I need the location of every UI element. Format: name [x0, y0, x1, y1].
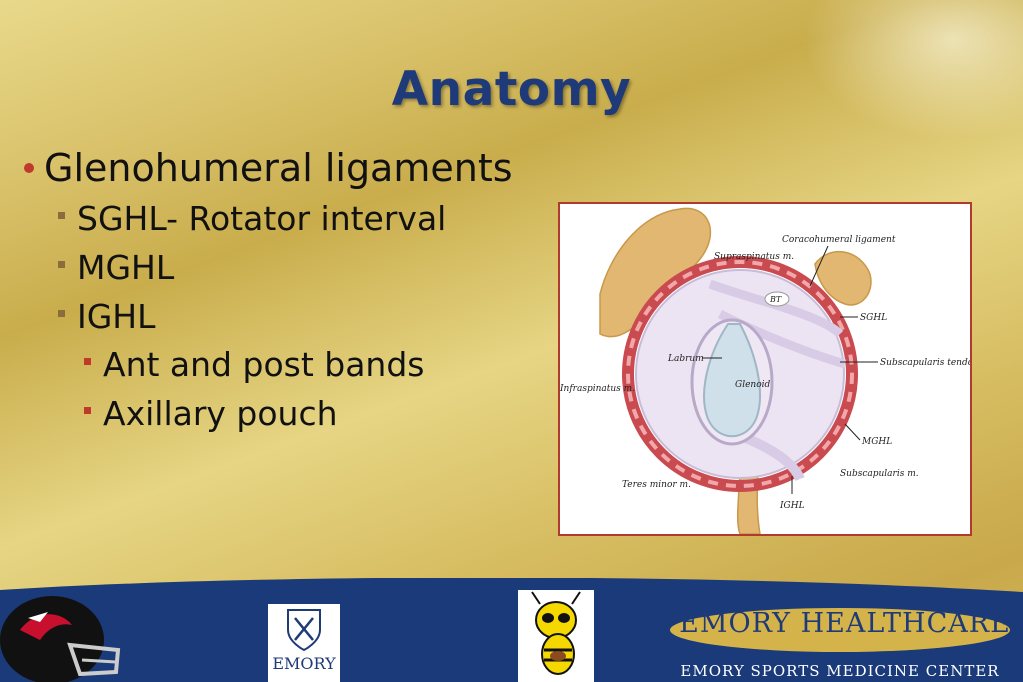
label-subscapularis-tendon: Subscapularis tendon — [880, 358, 970, 368]
bullet-text: MGHL — [77, 248, 175, 287]
bullet-square-icon — [84, 407, 91, 414]
yellow-jacket-mascot-logo — [531, 591, 581, 675]
label-sghl: SGHL — [860, 313, 887, 323]
label-coracohumeral: Coracohumeral ligament — [782, 235, 896, 245]
bullet-level3: Axillary pouch — [84, 394, 338, 433]
muscle-texture — [626, 260, 854, 488]
bullet-square-icon — [58, 212, 65, 219]
label-supraspinatus: Supraspinatus m. — [714, 252, 794, 262]
footer-gold-ellipse — [670, 608, 1010, 652]
bullet-text: Glenohumeral ligaments — [44, 146, 513, 190]
label-labrum: Labrum — [667, 354, 704, 364]
label-glenoid: Glenoid — [735, 380, 770, 390]
sports-medicine-subtitle: EMORY SPORTS MEDICINE CENTER — [680, 662, 1000, 680]
background-shine — [803, 0, 1023, 140]
label-infraspinatus: Infraspinatus m. — [560, 384, 635, 394]
bullet-level2: SGHL- Rotator interval — [58, 199, 446, 238]
bullet-dot-icon — [24, 162, 34, 173]
coracoid-bone — [814, 250, 872, 306]
shoulder-illustration: Coracohumeral ligament Supraspinatus m. … — [560, 207, 970, 534]
footer-band — [0, 578, 1023, 682]
bullet-text: SGHL- Rotator interval — [77, 199, 447, 238]
falcons-helmet-logo — [0, 596, 121, 682]
emory-shield-logo — [287, 609, 321, 652]
bullet-text: IGHL — [77, 297, 156, 336]
label-teres-minor: Teres minor m. — [622, 480, 691, 490]
mascot-logo-box — [518, 590, 594, 682]
slide-title: Anatomy — [391, 62, 632, 117]
bullet-text: Ant and post bands — [103, 345, 425, 384]
bullet-level2: IGHL — [58, 297, 156, 336]
bullet-square-icon — [58, 261, 65, 268]
bullet-level1: Glenohumeral ligaments — [24, 146, 513, 190]
emory-healthcare-title: EMORY HEALTHCARE — [679, 608, 1011, 639]
shoulder-anatomy-figure: Coracohumeral ligament Supraspinatus m. … — [558, 202, 972, 536]
label-subscapularis-m: Subscapularis m. — [840, 469, 919, 479]
label-ighl: IGHL — [779, 501, 805, 511]
bullet-level2: MGHL — [58, 248, 174, 287]
glenoid-surface — [703, 323, 762, 438]
bullet-level3: Ant and post bands — [84, 345, 424, 384]
bullet-square-icon — [84, 358, 91, 365]
bullet-square-icon — [58, 310, 65, 317]
biceps-tendon-badge — [764, 291, 790, 307]
label-mghl: MGHL — [861, 437, 892, 447]
emory-logo-text: EMORY — [272, 654, 336, 673]
bullet-text: Axillary pouch — [103, 394, 338, 433]
emory-logo: EMORY — [268, 604, 340, 682]
sghl-band — [708, 279, 844, 338]
label-bt: BT — [769, 295, 782, 304]
